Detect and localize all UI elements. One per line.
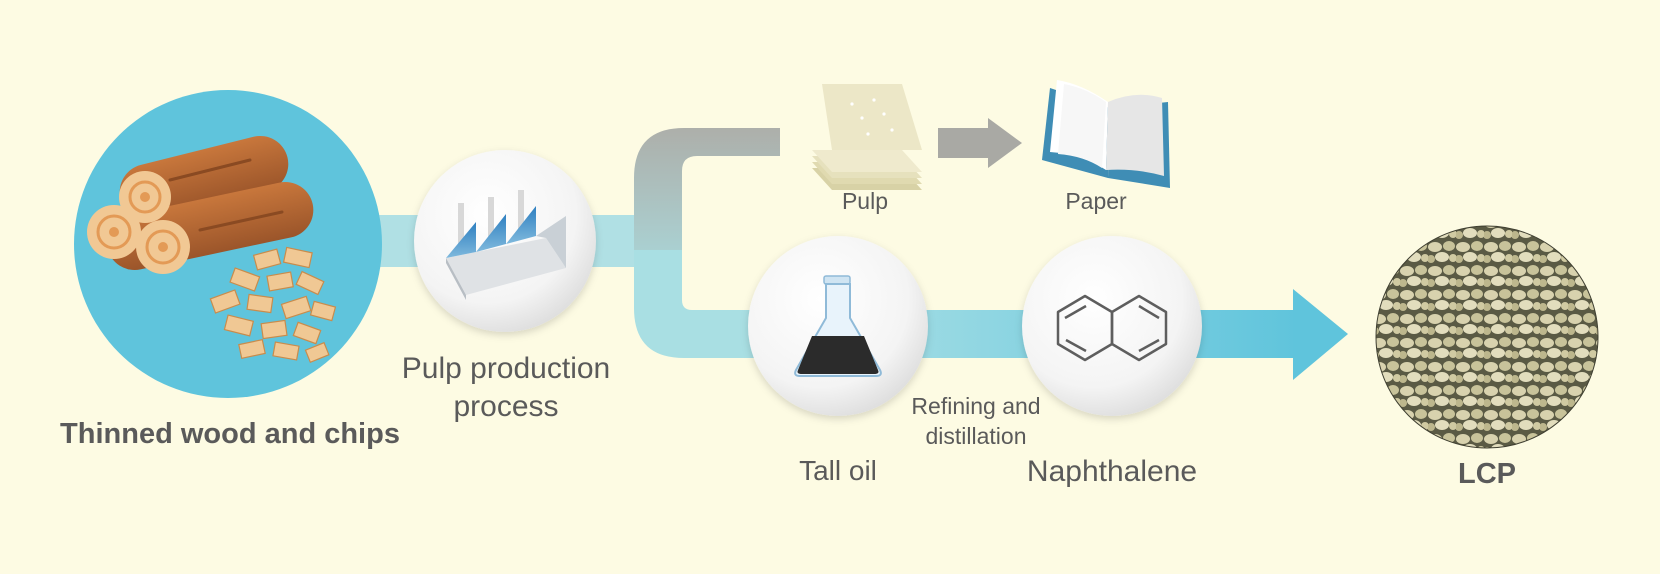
refining-label-line1: Refining and xyxy=(911,393,1041,419)
flow-arrowhead-main[interactable] xyxy=(1293,289,1348,380)
pulp-node xyxy=(812,84,922,190)
flow-band-pulp-to-paper xyxy=(938,128,988,158)
naphthalene-label: Naphthalene xyxy=(1026,455,1198,488)
tall-oil-node xyxy=(748,236,928,416)
pulp-process-label-line1: Pulp production xyxy=(401,352,611,385)
lcp-node xyxy=(1375,225,1599,449)
refining-label-line2: distillation xyxy=(925,423,1027,449)
wood-label: Thinned wood and chips xyxy=(60,418,400,450)
pulp-process-label-line2: process xyxy=(453,390,559,423)
naphthalene-node xyxy=(1022,236,1202,416)
naphthalene-structure-icon xyxy=(1056,294,1168,362)
pulp-sheets-icon xyxy=(812,84,922,190)
flask-icon xyxy=(794,275,882,377)
flow-band-lower-bend xyxy=(634,250,780,358)
paper-node xyxy=(1042,80,1170,188)
wood-node xyxy=(74,90,382,398)
factory-icon xyxy=(446,190,566,300)
wood-chips-icon xyxy=(209,246,337,364)
lcp-label: LCP xyxy=(1458,458,1516,490)
pulp-process-node xyxy=(414,150,596,332)
tall-oil-label: Tall oil xyxy=(799,455,877,486)
log-icon xyxy=(87,135,314,274)
pulp-label: Pulp xyxy=(841,188,889,214)
book-icon xyxy=(1042,80,1170,188)
paper-label: Paper xyxy=(1065,188,1127,214)
lcp-pellets-image xyxy=(1376,226,1598,448)
flow-arrowhead-paper[interactable] xyxy=(988,118,1022,168)
